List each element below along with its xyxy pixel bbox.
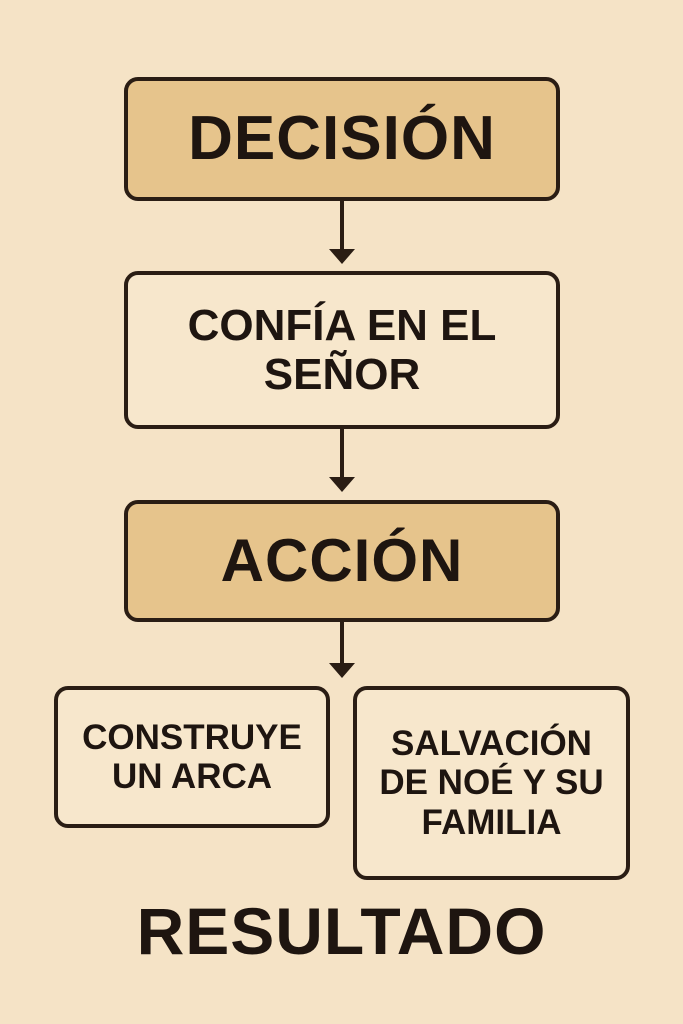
decision-label: DECISIÓN — [188, 104, 496, 174]
decision-box: DECISIÓN — [124, 77, 560, 201]
arrowhead-decision-to-trust — [329, 249, 355, 264]
arrowhead-action-to-outcomes — [329, 663, 355, 678]
build-ark-label: CONSTRUYE UN ARCA — [82, 717, 302, 796]
action-label: ACCIÓN — [220, 527, 464, 595]
arrowhead-trust-to-action — [329, 477, 355, 492]
build-ark-box: CONSTRUYE UN ARCA — [54, 686, 330, 828]
action-box: ACCIÓN — [124, 500, 560, 622]
result-label: RESULTADO — [136, 894, 547, 968]
salvation-label: SALVACIÓN DE NOÉ Y SU FAMILIA — [379, 724, 604, 842]
salvation-box: SALVACIÓN DE NOÉ Y SU FAMILIA — [353, 686, 630, 880]
trust-label: CONFÍA EN EL SEÑOR — [187, 300, 497, 399]
trust-box: CONFÍA EN EL SEÑOR — [124, 271, 560, 429]
